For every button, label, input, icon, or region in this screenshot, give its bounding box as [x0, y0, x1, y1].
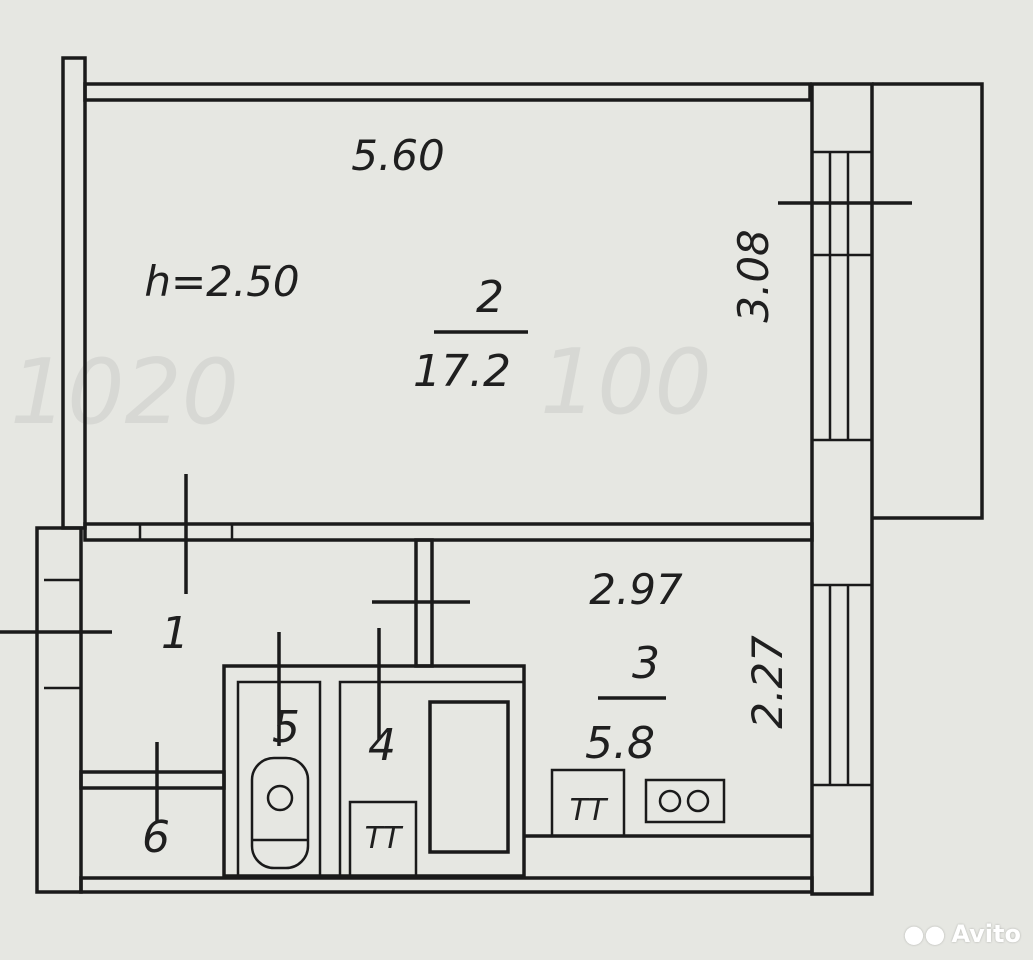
bottom-wall [79, 876, 814, 894]
bathtub-icon [428, 700, 510, 854]
washbasin-icon [348, 800, 418, 878]
room2-depth-label: 3.08 [729, 229, 778, 323]
background-faded-text-left: 1020 [10, 340, 240, 445]
fixtures: TT TT [250, 700, 726, 878]
ceiling-height-label: h=2.50 [144, 257, 299, 306]
walls [0, 56, 984, 896]
top-wall [83, 82, 812, 102]
svg-text:TT: TT [365, 821, 404, 856]
room5-number: 5 [272, 702, 300, 753]
room2-width-label: 5.60 [351, 131, 445, 180]
room3-width-label: 2.97 [589, 565, 683, 614]
room2-number: 2 [476, 272, 504, 323]
toilet-icon [250, 756, 310, 870]
partition-wall [83, 522, 814, 542]
room6-number: 6 [142, 812, 170, 863]
svg-text:TT: TT [570, 793, 609, 828]
room2-area: 17.2 [413, 346, 511, 397]
room1-number: 1 [161, 608, 189, 659]
avito-dots-icon: ●● [903, 920, 946, 948]
closet-shelf [79, 770, 226, 790]
avito-watermark: ●● Avito [904, 920, 1021, 948]
left-wall-lower [35, 526, 83, 894]
avito-watermark-text: Avito [951, 920, 1021, 948]
background-faded-text-right: 100 [540, 330, 712, 435]
room3-depth-label: 2.27 [743, 635, 792, 729]
loggia [872, 82, 984, 520]
stove-icon [644, 778, 726, 824]
room3-area: 5.8 [585, 718, 655, 769]
room4-number: 4 [368, 720, 396, 771]
kitchen-sink-icon [550, 768, 626, 838]
right-wall [810, 82, 874, 896]
room3-number: 3 [632, 638, 660, 689]
left-wall-room2 [61, 56, 87, 530]
